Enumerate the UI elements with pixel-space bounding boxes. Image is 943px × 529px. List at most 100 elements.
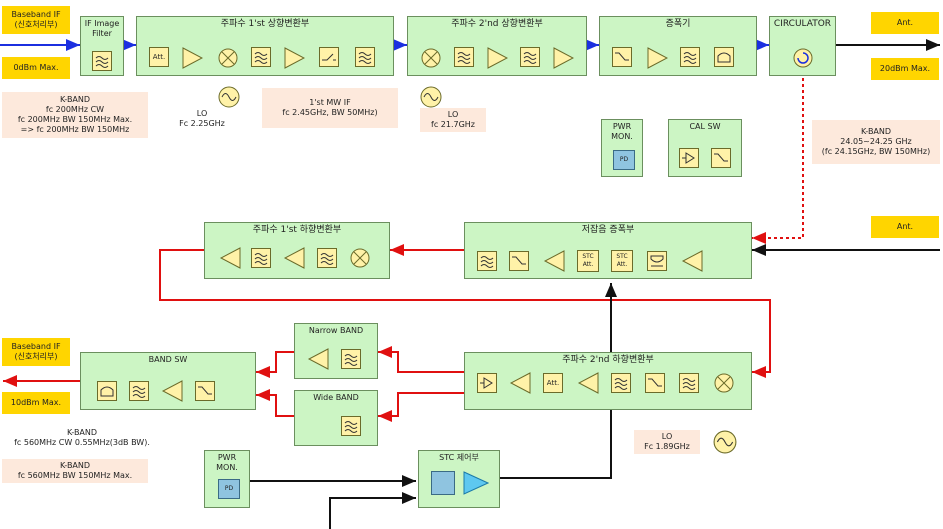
antenna-text: Ant.	[896, 222, 914, 231]
stc-controller-block: STC 제어부	[418, 450, 500, 508]
bandpass-filter-icon	[317, 248, 337, 268]
mw-if-line: 1'st MW IF	[309, 98, 351, 107]
waveguide-icon	[647, 251, 667, 271]
amplifier-icon	[307, 348, 329, 370]
spec-line: => fc 200MHz BW 150MHz	[20, 125, 130, 134]
upconverter-1-block: 주파수 1'st 상향변환부 Att.	[136, 16, 394, 76]
narrow-band-title: Narrow BAND	[308, 326, 364, 335]
baseband-if-subtitle: (신호처리부)	[14, 352, 58, 361]
oscillator-icon	[218, 86, 240, 108]
switch-icon	[612, 47, 632, 67]
antenna-text: Ant.	[896, 18, 914, 27]
pwr-mon-line: MON.	[216, 463, 238, 472]
amplifier-icon	[283, 247, 305, 269]
mixer-icon	[218, 48, 238, 68]
circulator-block: CIRCULATOR	[769, 16, 836, 76]
ctrl-line-stc2	[500, 410, 612, 479]
rx-line-loop	[159, 249, 771, 378]
if-filter-title-2: Filter	[92, 29, 112, 38]
rx-spec-note-1: K-BAND fc 560MHz CW 0.55MHz(3dB BW).	[2, 428, 162, 448]
baseband-if-title: Baseband IF	[11, 342, 61, 351]
wide-band-title: Wide BAND	[313, 393, 359, 402]
rx-line-wide	[378, 392, 464, 422]
downconverter-1-block: 주파수 1'st 하향변환부	[204, 222, 390, 279]
baseband-if-label-bottom: Baseband IF (신호처리부)	[2, 338, 70, 366]
antenna-label-top: Ant.	[871, 12, 939, 34]
rx-line-narrow	[378, 346, 464, 373]
rx-output-level-text: 10dBm Max.	[10, 398, 62, 407]
bandpass-filter-icon	[477, 251, 497, 271]
amplifier-icon	[219, 247, 241, 269]
kband-spec-note: K-BAND 24.05~24.25 GHz (fc 24.15GHz, BW …	[812, 120, 940, 164]
downconverter-2-title: 주파수 2'nd 하향변환부	[562, 355, 654, 365]
cal-sw-title: CAL SW	[689, 122, 721, 131]
bandpass-filter-icon	[251, 47, 271, 67]
lo-title: LO	[196, 109, 208, 118]
ctrl-line-bottom	[329, 492, 416, 529]
bandpass-filter-icon	[92, 51, 112, 71]
switch-icon	[195, 381, 215, 401]
spec-line: fc 560MHz BW 150MHz Max.	[17, 471, 133, 480]
power-detector-icon: PD	[613, 150, 635, 170]
amplifier-icon	[543, 250, 565, 272]
spec-line: K-BAND	[66, 428, 98, 437]
spec-line: 24.05~24.25 GHz	[840, 137, 912, 146]
spec-line: fc 200MHz BW 150MHz Max.	[17, 115, 133, 124]
coupler-icon	[477, 373, 497, 393]
mixer-icon	[714, 373, 734, 393]
switch-icon	[319, 47, 339, 67]
bandpass-filter-icon	[251, 248, 271, 268]
amplifier-icon	[681, 250, 703, 272]
if-filter-title-1: IF Image	[84, 19, 120, 28]
wide-band-block: Wide BAND	[294, 390, 378, 446]
amplifier-icon	[487, 47, 508, 69]
bandpass-filter-icon	[454, 47, 474, 67]
stc-attenuator-icon: STC Att.	[577, 250, 599, 272]
band-sw-title: BAND SW	[148, 355, 188, 364]
tx-input-spec-note: K-BAND fc 200MHz CW fc 200MHz BW 150MHz …	[2, 92, 148, 138]
spec-line: fc 200MHz CW	[45, 105, 105, 114]
amplifier-icon	[577, 372, 599, 394]
stc-label: STC	[616, 253, 628, 260]
spec-line: K-BAND	[59, 95, 91, 104]
lo-freq: Fc 1.89GHz	[644, 442, 690, 451]
stc-label: STC	[582, 253, 594, 260]
amplifier-icon	[161, 380, 183, 402]
pwr-mon-line: PWR	[217, 453, 237, 462]
spec-line: K-BAND	[860, 127, 892, 136]
bandpass-filter-icon	[680, 47, 700, 67]
stc-controller-title: STC 제어부	[439, 453, 479, 462]
lo3-note: LO Fc 1.89GHz	[634, 430, 700, 454]
attenuator-icon: Att.	[543, 373, 563, 393]
att-label: Att.	[582, 261, 594, 268]
stc-square-icon	[431, 471, 455, 495]
rx-line-n-out	[256, 351, 294, 378]
pwr-mon-title: PWR MON.	[602, 122, 642, 142]
circulator-icon	[793, 48, 813, 68]
downconverter-1-title: 주파수 1'st 하향변환부	[252, 225, 342, 235]
rx-dotted-line	[752, 78, 804, 244]
oscillator-icon	[420, 86, 442, 108]
output-level-label: 20dBm Max.	[871, 58, 939, 80]
bandpass-filter-icon	[611, 373, 631, 393]
input-level-text: 0dBm Max.	[13, 63, 59, 72]
amplifier-icon	[284, 47, 305, 69]
att-label: Att.	[546, 379, 560, 387]
att-label: Att.	[616, 261, 628, 268]
lo-freq: fc 21.7GHz	[431, 120, 475, 129]
lna-title: 저잡음 증폭부	[581, 225, 635, 235]
attenuator-icon: Att.	[149, 47, 169, 67]
oscillator-icon	[713, 430, 737, 454]
output-level-text: 20dBm Max.	[879, 64, 931, 73]
upconverter-2-title: 주파수 2'nd 상향변환부	[451, 19, 543, 29]
downconverter-2-block: 주파수 2'nd 하향변환부 Att.	[464, 352, 752, 410]
bandpass-filter-icon	[355, 47, 375, 67]
power-detector-icon: PD	[218, 479, 240, 499]
waveguide-icon	[97, 381, 117, 401]
amplifier-icon	[182, 47, 203, 69]
coupler-icon	[679, 148, 699, 168]
amplifier-block: 증폭기	[599, 16, 757, 76]
rx-spec-note-2: K-BAND fc 560MHz BW 150MHz Max.	[2, 459, 148, 483]
switch-icon	[645, 373, 665, 393]
